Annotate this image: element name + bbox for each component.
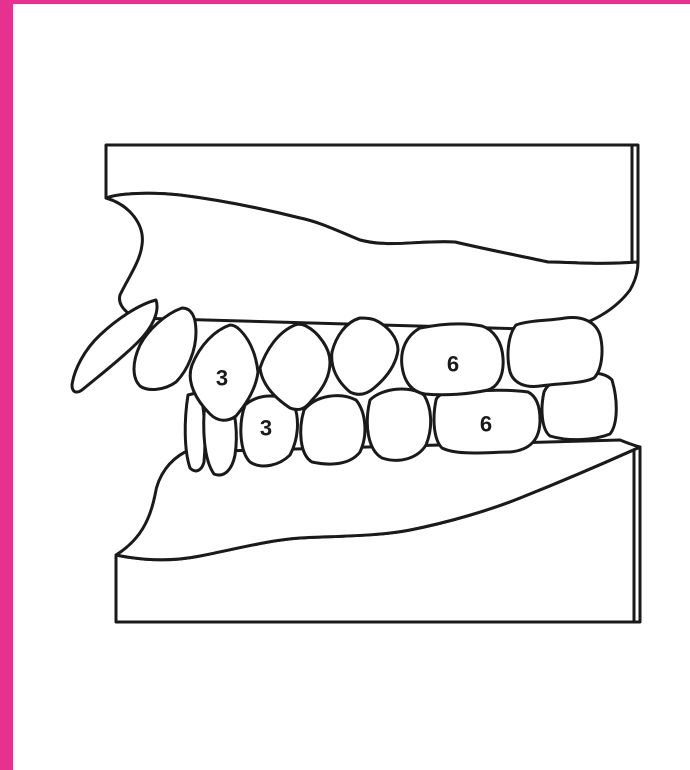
lower-first-molar-label: 6: [480, 412, 492, 437]
lower-first-premolar: [301, 396, 365, 464]
upper-second-premolar: [332, 318, 398, 394]
upper-second-molar: [508, 318, 602, 387]
lower-canine-label: 3: [260, 416, 272, 441]
upper-canine-label: 3: [216, 366, 228, 391]
upper-first-molar-label: 6: [447, 352, 459, 377]
lower-second-premolar: [367, 389, 430, 460]
